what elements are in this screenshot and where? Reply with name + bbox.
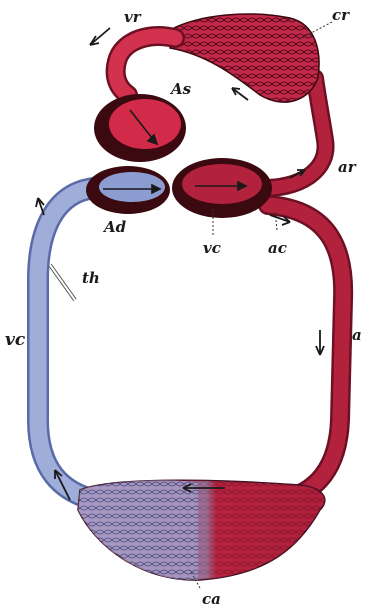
- label-as: As: [171, 82, 191, 97]
- label-ca: ca: [202, 592, 221, 607]
- pulmonary-capillaries: [170, 14, 319, 102]
- label-vr: vr: [124, 10, 141, 25]
- label-a: a: [352, 328, 362, 343]
- label-ar: ar: [338, 160, 356, 175]
- label-th: th: [82, 271, 100, 286]
- arrow-top-left-icon: [90, 28, 110, 45]
- label-ac: ac: [268, 241, 287, 256]
- label-cr: cr: [332, 8, 349, 23]
- label-ad: Ad: [104, 220, 126, 235]
- label-vc-center: vc: [203, 241, 221, 256]
- label-vc-left: vc: [5, 332, 25, 349]
